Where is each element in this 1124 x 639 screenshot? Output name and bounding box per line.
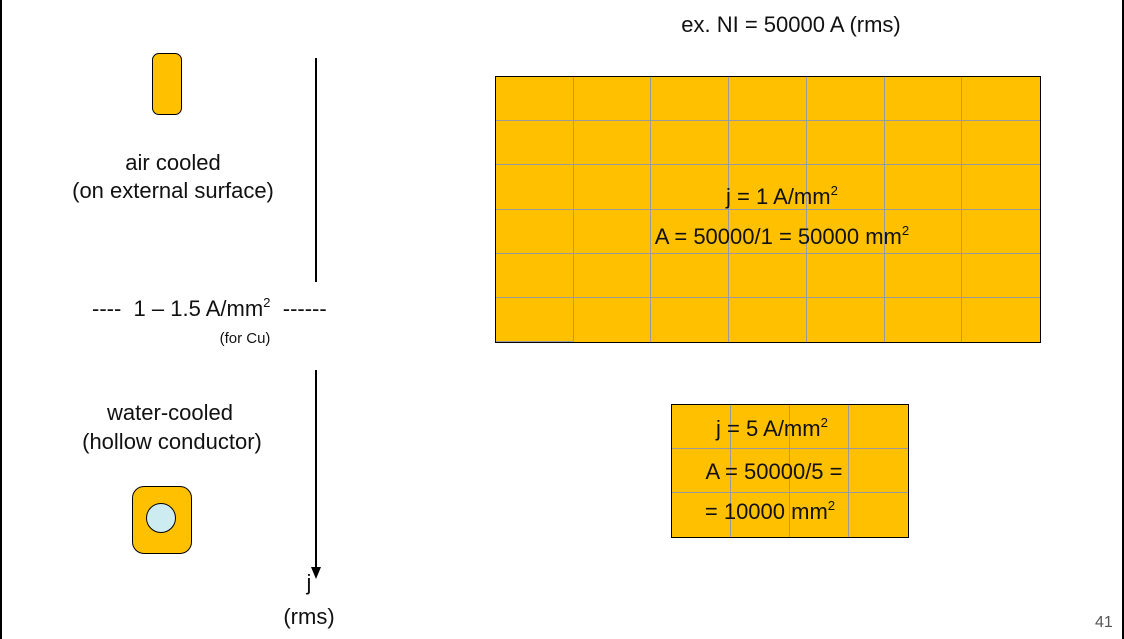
range-note: (for Cu) — [219, 330, 271, 347]
page-number: 41 — [1095, 614, 1113, 631]
range-value: 1 – 1.5 A/mm — [133, 296, 264, 321]
small-block-area-exponent: 2 — [827, 497, 836, 513]
large-conductor-cross-section — [495, 76, 1041, 343]
water-cooled-note: (hollow conductor) — [82, 429, 262, 454]
example-title: ex. NI = 50000 A (rms) — [681, 12, 901, 37]
small-block-area-line1: A = 50000/5 = — [705, 459, 843, 484]
axis-line-upper — [315, 58, 317, 282]
large-block-current-density: j = 1 A/mm2 — [726, 184, 838, 210]
axis-label-rms: (rms) — [283, 604, 335, 629]
axis-line-lower — [315, 370, 317, 570]
large-block-j-text: j = 1 A/mm — [726, 184, 831, 209]
small-conductor-cross-section — [671, 404, 909, 538]
small-block-current-density: j = 5 A/mm2 — [716, 416, 828, 442]
water-cooled-label: water-cooled — [107, 400, 233, 425]
axis-label-j: j — [306, 570, 312, 595]
large-block-area-text: A = 50000/1 = 50000 mm — [654, 224, 902, 249]
small-block-j-text: j = 5 A/mm — [716, 416, 821, 441]
small-block-area-line2-text: = 10000 mm — [704, 499, 828, 524]
air-cooled-conductor-icon — [152, 53, 182, 115]
small-block-area-line2: = 10000 mm2 — [705, 499, 835, 525]
large-block-j-exponent: 2 — [830, 182, 838, 198]
range-dashes-right: ------ — [282, 296, 327, 321]
air-cooled-note: (on external surface) — [72, 178, 274, 203]
water-cooled-conductor-icon — [132, 486, 192, 554]
large-block-area: A = 50000/1 = 50000 mm2 — [655, 224, 909, 250]
range-dashes-left: ---- — [92, 296, 122, 321]
range-unit-exponent: 2 — [263, 294, 271, 310]
range-line: ---- 1 – 1.5 A/mm2 ------ — [92, 296, 327, 322]
arrow-down-icon — [311, 567, 321, 579]
cooling-channel-icon — [146, 503, 176, 533]
air-cooled-label: air cooled — [125, 150, 221, 175]
small-block-j-exponent: 2 — [820, 414, 828, 430]
large-block-area-exponent: 2 — [901, 222, 910, 238]
